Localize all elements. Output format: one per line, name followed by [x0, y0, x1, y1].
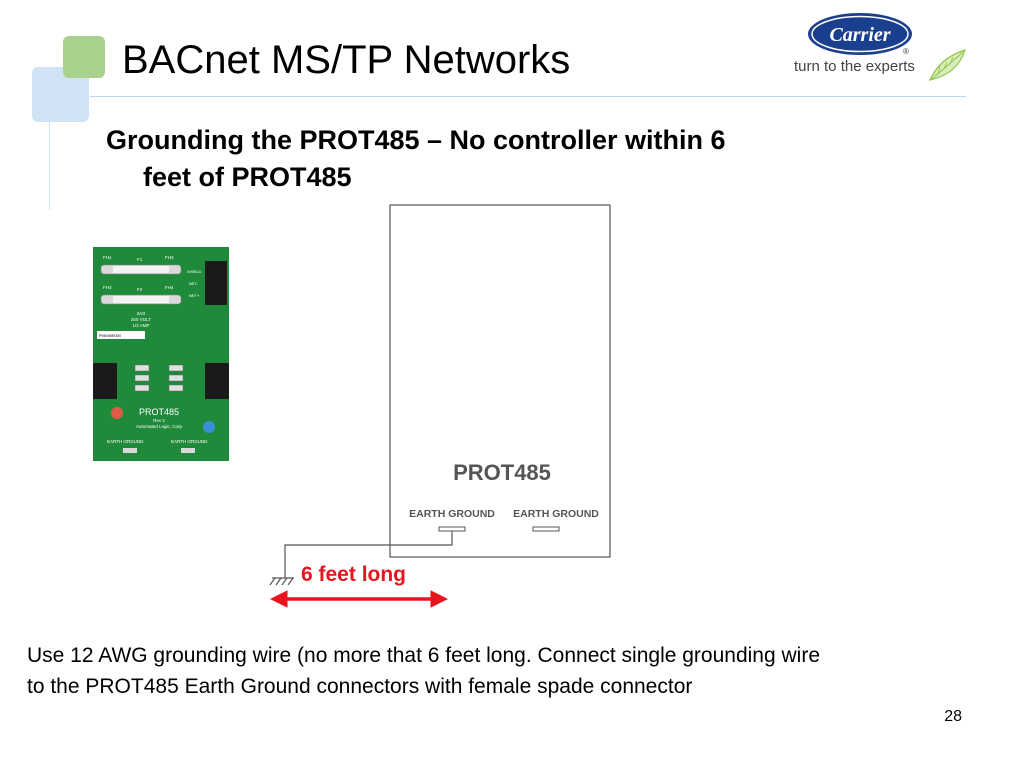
pcb-label-net-plus-top: NET+ — [189, 293, 200, 298]
caption-line-1: Use 12 AWG grounding wire (no more that … — [27, 644, 820, 667]
decorative-green-square — [63, 36, 105, 78]
fuse-top — [100, 264, 182, 275]
carrier-logo-oval — [808, 13, 912, 55]
pcb-label-shield-top: SHIELD — [187, 269, 202, 274]
slide-subtitle: Grounding the PROT485 – No controller wi… — [106, 122, 906, 196]
pcb-label-fh2: FH2 — [165, 255, 174, 260]
slide-title: BACnet MS/TP Networks — [122, 38, 571, 82]
earth-ground-terminal-left — [438, 526, 466, 532]
subtitle-line-2: feet of PROT485 — [143, 162, 352, 192]
pcb-label-earth-ground-left: EARTH GROUND — [107, 439, 144, 444]
pcb-label-f2: F2 — [137, 287, 143, 292]
pcb-rev: Rev 2 — [153, 418, 165, 423]
pcb-label-fh3: FH3 — [103, 285, 112, 290]
leaf-icon — [928, 49, 966, 81]
pcb-board-name: PROT485 — [139, 407, 179, 417]
title-divider — [90, 96, 966, 97]
pcb-label-fh4: FH4 — [165, 285, 174, 290]
subtitle-line-1: Grounding the PROT485 – No controller wi… — [106, 125, 726, 155]
slide-caption: Use 12 AWG grounding wire (no more that … — [27, 640, 1007, 702]
pcb-label-f1: F1 — [137, 257, 143, 262]
serial-sticker — [97, 331, 145, 339]
registered-mark: ® — [903, 47, 909, 56]
earth-ground-label-right: EARTH GROUND — [513, 508, 599, 520]
pcb-label-net-minus-top: NET- — [189, 281, 199, 286]
pcb-spade-left — [123, 448, 137, 453]
earth-ground-terminal-right — [532, 526, 560, 532]
red-status-dot — [111, 407, 123, 419]
length-label: 6 feet long — [301, 563, 407, 586]
serial-number: P0508055N — [99, 335, 121, 339]
carrier-brand: Carrier — [829, 24, 890, 46]
earth-ground-label-left: EARTH GROUND — [409, 508, 495, 520]
decorative-vertical-line — [49, 120, 50, 210]
pcb-label-earth-ground-right: EARTH GROUND — [171, 439, 208, 444]
pcb-spade-right — [181, 448, 195, 453]
fuse-rating-1: 3AG — [136, 311, 146, 316]
carrier-logo: Carrier ® turn to the experts — [794, 13, 966, 81]
pcb-photo: FH1 F1 FH2 FH3 F2 FH4 3AG 250 VOLT 1/2 A… — [93, 247, 229, 461]
fuse-rating-3: 1/2 AMP — [132, 323, 149, 328]
pcb-maker: Automated Logic, Corp — [136, 424, 183, 429]
terminal-block-left — [93, 363, 117, 399]
ground-symbol-icon — [269, 577, 294, 586]
caption-line-2: to the PROT485 Earth Ground connectors w… — [27, 675, 693, 698]
blue-status-dot — [203, 421, 215, 433]
prot485-device-box — [389, 204, 611, 558]
jumper-block — [134, 364, 184, 392]
page-number: 28 — [944, 708, 962, 725]
fuse-bottom — [100, 294, 182, 305]
terminal-block-right — [205, 363, 229, 399]
pcb-label-fh1: FH1 — [103, 255, 112, 260]
fuse-rating-2: 250 VOLT — [131, 317, 151, 322]
prot485-device-label: PROT485 — [453, 460, 551, 485]
logo-tagline: turn to the experts — [794, 58, 915, 75]
terminal-block-top — [205, 261, 227, 305]
